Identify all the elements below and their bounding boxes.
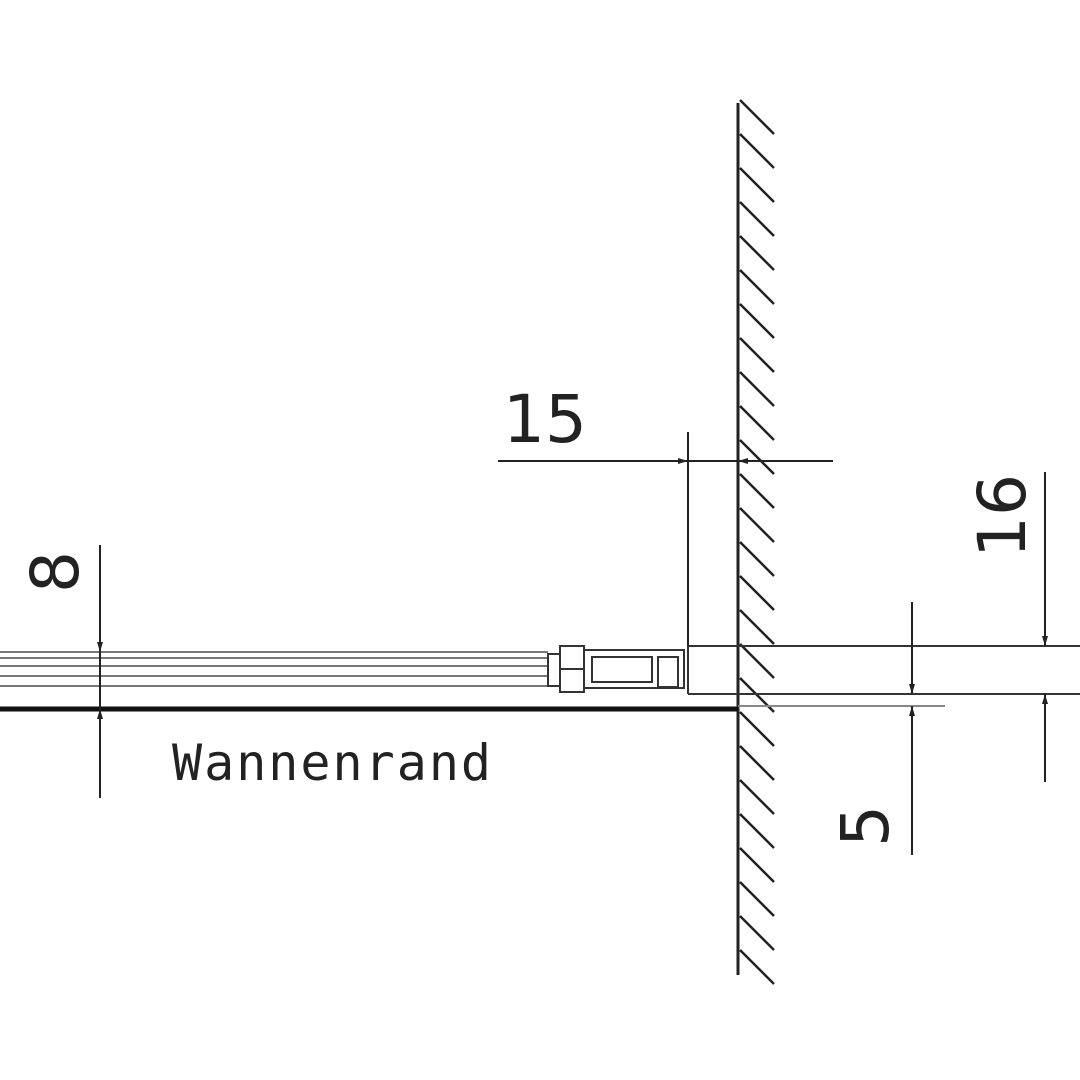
- hatch-stroke: [739, 575, 775, 611]
- hatch-stroke: [739, 643, 775, 679]
- tub-rim-label: Wannenrand: [172, 734, 493, 792]
- hatch-stroke: [739, 371, 775, 407]
- wall: [736, 99, 775, 985]
- hatch-stroke: [739, 609, 775, 645]
- dimension-16-label: 16: [964, 474, 1041, 558]
- hatch-stroke: [739, 949, 775, 985]
- hatch-stroke: [739, 201, 775, 237]
- profile-detail: [547, 645, 685, 693]
- hatch-stroke: [739, 439, 775, 475]
- hatch-stroke: [739, 99, 775, 135]
- hatch-stroke: [739, 235, 775, 271]
- hatch-stroke: [739, 779, 775, 815]
- hatch-stroke: [739, 507, 775, 543]
- hatch-stroke: [739, 881, 775, 917]
- hatch-stroke: [739, 337, 775, 373]
- dimension-5-label: 5: [827, 805, 904, 847]
- hatch-stroke: [739, 541, 775, 577]
- hatch-stroke: [739, 303, 775, 339]
- hatch-stroke: [739, 813, 775, 849]
- glass-panel: [0, 651, 548, 687]
- hatch-stroke: [739, 167, 775, 203]
- hatch-stroke: [739, 711, 775, 747]
- hatch-stroke: [739, 405, 775, 441]
- hatch-stroke: [739, 473, 775, 509]
- dimension-15-label: 15: [503, 381, 587, 458]
- wall-hatching: [739, 99, 775, 985]
- dimension-8-label: 8: [17, 551, 94, 593]
- dimension-15: [498, 432, 833, 646]
- hatch-stroke: [739, 915, 775, 951]
- hatch-stroke: [739, 269, 775, 305]
- hatch-stroke: [739, 133, 775, 169]
- wall-rails: [687, 645, 1080, 707]
- hatch-stroke: [739, 745, 775, 781]
- hatch-stroke: [739, 847, 775, 883]
